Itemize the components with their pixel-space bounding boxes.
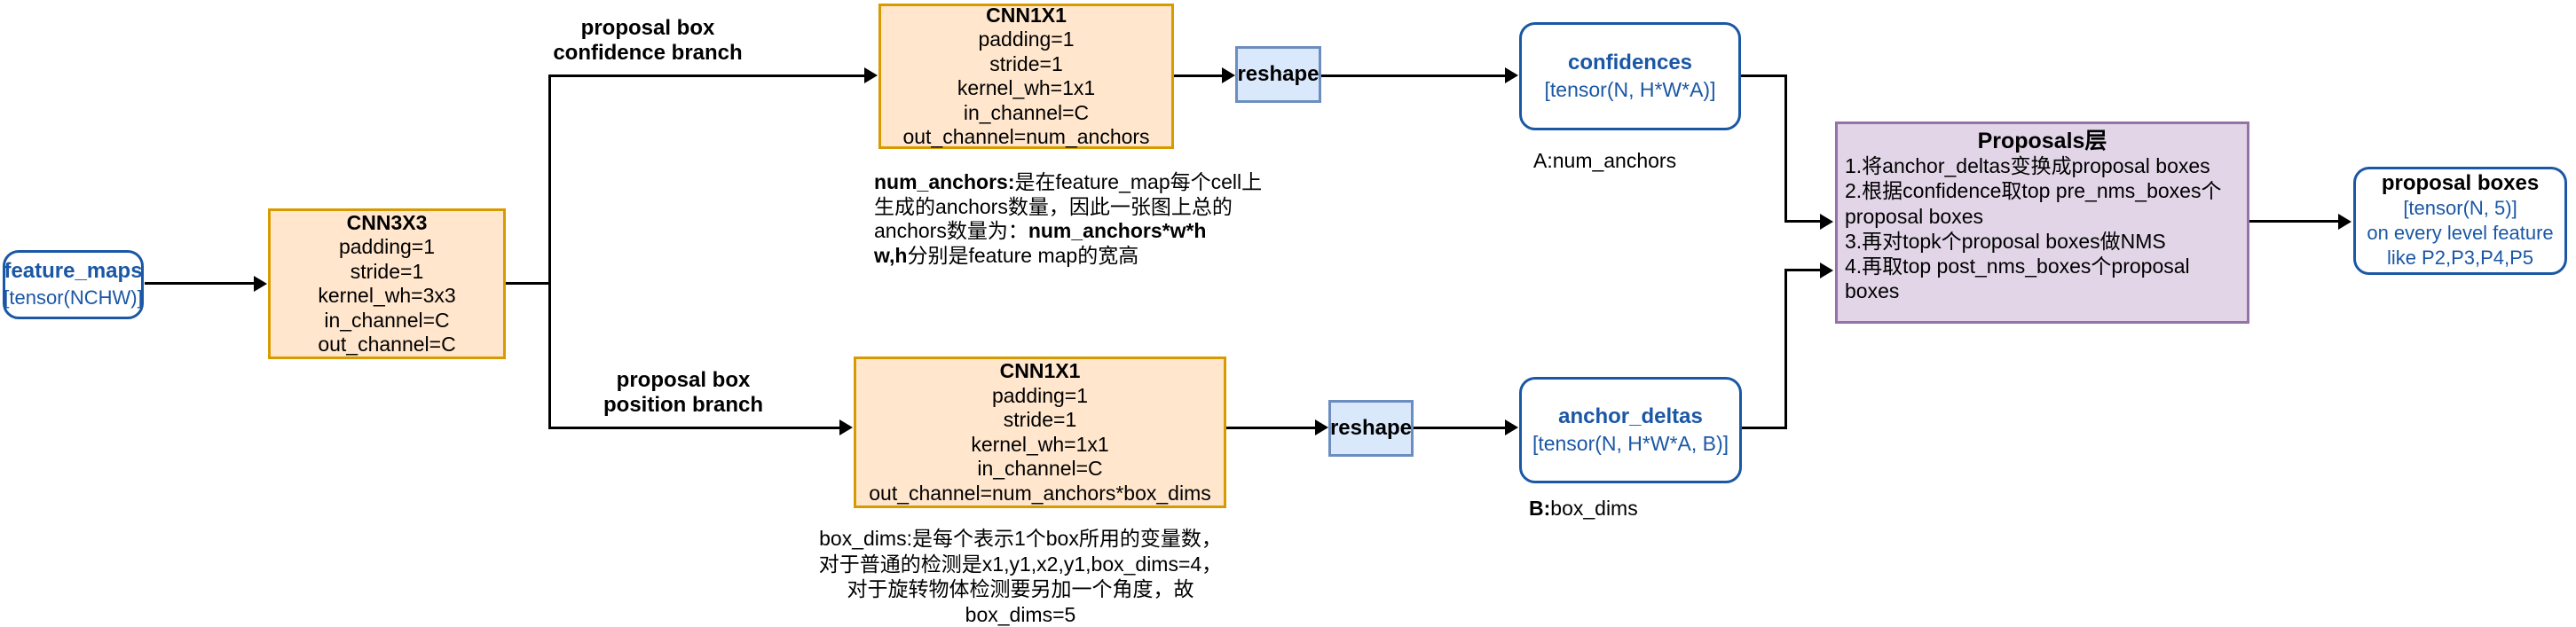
cnn1x1-confidence-param: out_channel=num_anchors [902,125,1150,148]
arrowhead-proposals-bottom-icon [1820,263,1833,278]
anchor-deltas-title: anchor_deltas [1558,404,1703,428]
num-anchors-note-text: anchors数量为： [874,219,1028,242]
feature-maps-tensor: [tensor(NCHW)] [4,286,143,309]
reshape-bottom-node: reshape [1328,400,1414,457]
anchor-deltas-tensor: [tensor(N, H*W*A, B)] [1532,432,1729,455]
proposal-boxes-line: on every level feature [2367,222,2554,244]
b-box-dims-bold: B: [1529,497,1551,520]
arrow-cnn1x1-reshape-bottom [1226,427,1316,429]
cnn3x3-param: stride=1 [350,259,424,283]
arrowhead-reshape-top-icon [1222,67,1235,83]
cnn1x1-position-node: CNN1X1 padding=1 stride=1 kernel_wh=1x1 … [854,357,1226,508]
proposals-step: 4.再取top post_nms_boxes个proposal boxes [1845,255,2190,303]
position-branch-label-line2: position branch [603,393,763,417]
confidences-node: confidences [tensor(N, H*W*A)] [1519,22,1741,130]
cnn1x1-position-param: padding=1 [991,383,1089,407]
cnn3x3-param: padding=1 [338,235,436,258]
num-anchors-note-line: num_anchors:是在feature_map每个cell上 [874,170,1282,195]
arrow-position-branch [548,427,839,429]
num-anchors-note-bold: w,h [874,243,908,267]
arrow-proposals-proposalboxes [2249,220,2340,223]
proposals-step: 2.根据confidence取top pre_nms_boxes个proposa… [1845,179,2222,228]
cnn1x1-position-param: in_channel=C [977,457,1103,480]
cnn3x3-param: kernel_wh=3x3 [318,284,456,307]
confidences-tensor: [tensor(N, H*W*A)] [1544,78,1716,101]
cnn1x1-confidence-param: stride=1 [989,51,1063,75]
proposal-boxes-tensor: [tensor(N, 5)] [2403,197,2517,219]
arrow-cnn1x1-reshape-top [1174,74,1224,77]
confidence-branch-label-line2: confidence branch [553,41,743,65]
cnn1x1-position-param: kernel_wh=1x1 [971,432,1109,456]
box-dims-note-line: 对于旋转物体检测要另加一个角度，故box_dims=5 [847,577,1194,626]
feature-maps-node: feature_maps [tensor(NCHW)] [3,250,144,319]
proposals-layer-title: Proposals层 [1977,129,2107,153]
cnn3x3-param: out_channel=C [318,333,456,356]
reshape-bottom-label: reshape [1329,416,1413,440]
arrow-confidences-proposals [1784,220,1822,223]
b-box-dims-text: box_dims [1550,497,1638,520]
num-anchors-note-text: 生成的anchors数量，因此一张图上总的 [874,194,1233,218]
arrow-featuremaps-cnn3x3 [145,282,255,285]
cnn1x1-confidence-param: padding=1 [978,27,1075,51]
num-anchors-note-bold: num_anchors*w*h [1028,219,1207,242]
line-anchordeltas-out [1742,427,1787,429]
b-box-dims-label: B:box_dims [1529,497,1638,521]
cnn3x3-title: CNN3X3 [346,210,428,234]
rpn-diagram-canvas: { "diagram": { "feature_maps": { "title"… [3,3,2567,626]
arrow-reshape-confidences [1321,74,1507,77]
line-confidences-out [1741,74,1787,77]
line-cnn3x3-junction [506,282,551,285]
cnn1x1-position-param: out_channel=num_anchors*box_dims [869,481,1211,505]
position-branch-label: proposal box position branch [532,368,834,418]
proposals-step: 3.再对topk个proposal boxes做NMS [1845,229,2166,253]
arrowhead-anchordeltas-icon [1505,419,1518,435]
confidences-title: confidences [1567,51,1693,74]
cnn1x1-position-param: stride=1 [1003,408,1077,431]
arrowhead-cnn3x3-icon [254,276,267,292]
num-anchors-note-line: anchors数量为：num_anchors*w*h [874,219,1282,244]
arrow-anchordeltas-proposals [1784,269,1822,271]
arrowhead-reshape-bottom-icon [1315,419,1328,435]
cnn1x1-confidence-title: CNN1X1 [986,3,1067,27]
num-anchors-note: num_anchors:是在feature_map每个cell上 生成的anch… [874,170,1282,268]
feature-maps-title: feature_maps [4,259,143,283]
proposal-boxes-line: like P2,P3,P4,P5 [2386,247,2534,269]
arrowhead-proposals-top-icon [1820,214,1833,230]
num-anchors-note-line: w,h分别是feature map的宽高 [874,244,1282,269]
box-dims-note: box_dims:是每个表示1个box所用的变量数， 对于普通的检测是x1,y1… [799,526,1242,627]
line-branch-junction [548,74,551,429]
a-num-anchors-label: A:num_anchors [1533,149,1677,172]
reshape-top-label: reshape [1237,62,1320,86]
arrowhead-confidences-icon [1505,67,1518,83]
line-confidences-down [1784,74,1787,223]
proposal-boxes-node: proposal boxes [tensor(N, 5)] on every l… [2353,167,2567,275]
num-anchors-note-text: 是在feature_map每个cell上 [1014,170,1263,193]
confidence-branch-label: proposal box confidence branch [497,16,799,66]
proposals-step: 1.将anchor_deltas变换成proposal boxes [1845,154,2210,178]
arrow-reshape-anchordeltas [1414,427,1507,429]
proposal-boxes-title: proposal boxes [2381,171,2540,195]
arrowhead-cnn1x1-top-icon [864,67,878,83]
cnn1x1-position-title: CNN1X1 [999,359,1081,382]
cnn3x3-node: CNN3X3 padding=1 stride=1 kernel_wh=3x3 … [268,208,506,359]
cnn1x1-confidence-param: kernel_wh=1x1 [957,76,1096,99]
position-branch-label-line1: proposal box [616,368,751,392]
confidence-branch-label-line1: proposal box [580,16,715,40]
box-dims-note-line: box_dims:是每个表示1个box所用的变量数， [819,527,1222,550]
num-anchors-note-text: 分别是feature map的宽高 [907,243,1139,267]
line-anchordeltas-up [1784,269,1787,429]
num-anchors-note-line: 生成的anchors数量，因此一张图上总的 [874,195,1282,220]
box-dims-note-line: 对于普通的检测是x1,y1,x2,y1,box_dims=4， [818,552,1223,576]
reshape-top-node: reshape [1235,46,1321,103]
arrowhead-proposalboxes-icon [2338,214,2351,230]
cnn3x3-param: in_channel=C [324,308,450,332]
arrow-confidence-branch [548,74,864,77]
cnn1x1-confidence-node: CNN1X1 padding=1 stride=1 kernel_wh=1x1 … [878,4,1174,149]
proposals-layer-node: Proposals层 1.将anchor_deltas变换成proposal b… [1835,121,2249,324]
anchor-deltas-node: anchor_deltas [tensor(N, H*W*A, B)] [1519,377,1742,483]
cnn1x1-confidence-param: in_channel=C [963,100,1090,124]
num-anchors-note-bold: num_anchors: [874,170,1015,193]
arrowhead-cnn1x1-bottom-icon [839,419,853,435]
